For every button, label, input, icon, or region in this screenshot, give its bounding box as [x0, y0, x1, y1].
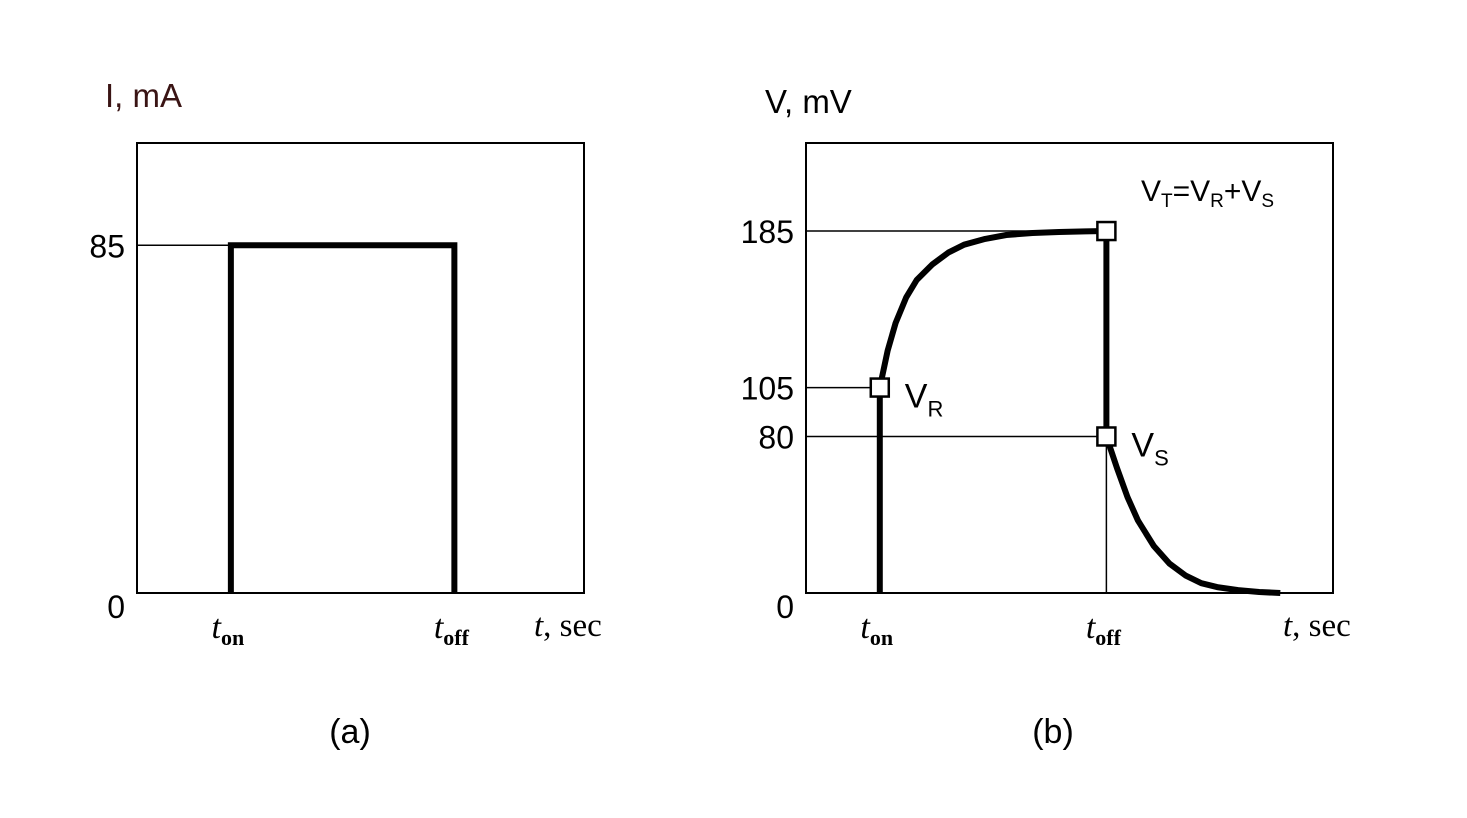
panel-b-y-tick-80: 80 — [758, 419, 794, 455]
panel-a-y-tick-0: 0 — [107, 589, 125, 625]
panel-b-marker-label-v-s: VS — [1131, 426, 1168, 470]
panel-b-y-axis-title: V, mV — [765, 83, 852, 120]
panel-b-frame — [805, 142, 1334, 594]
panel-a-x-axis-title: t, sec — [534, 608, 602, 644]
panel-b-marker-v-s — [1096, 426, 1117, 447]
panel-a-y-tick-85: 85 — [89, 228, 125, 264]
panel-a-x-tick-on: ton — [212, 609, 245, 650]
panel-b-charge-curve — [876, 228, 1107, 389]
panel-b-x-axis-title: t, sec — [1283, 608, 1351, 644]
panel-a-frame — [136, 142, 585, 594]
panel-b-x-tick-off: toff — [1086, 609, 1122, 650]
panel-b-marker-vt — [1096, 220, 1117, 242]
panel-b-tick-labels: 0 80 105 185 ton toff — [741, 214, 1122, 650]
panel-a-y-axis-title: I, mA — [105, 77, 182, 114]
panel-b-y-tick-105: 105 — [741, 371, 794, 407]
panel-b-annotation-vt: VT=VR+VS — [1141, 175, 1274, 212]
panel-a-x-tick-off: toff — [434, 609, 470, 650]
panel-b-series — [876, 228, 1281, 596]
panel-a-caption: (a) — [329, 713, 371, 751]
panel-b-caption: (b) — [1032, 713, 1074, 751]
panel-b-markers: VR VS — [869, 220, 1169, 470]
panel-b-decay-curve — [1103, 435, 1281, 596]
panel-a-current-pulse-line — [227, 242, 458, 593]
panel-b-voltage-chart: VR VS 0 80 105 185 ton toff V, mV t, sec VT=VR… — [741, 83, 1351, 751]
panel-b-y-tick-185: 185 — [741, 214, 794, 250]
panel-a-current-chart: 0 85 ton toff I, mA t, sec (a) — [89, 77, 601, 751]
panel-b-marker-v-r — [869, 377, 891, 398]
panel-b-y-tick-0: 0 — [776, 589, 794, 625]
panel-a-series — [227, 242, 458, 593]
panel-a-tick-labels: 0 85 ton toff — [89, 228, 469, 650]
panel-b-marker-label-v-r: VR — [905, 378, 944, 422]
panel-b-x-tick-on: ton — [860, 609, 893, 650]
